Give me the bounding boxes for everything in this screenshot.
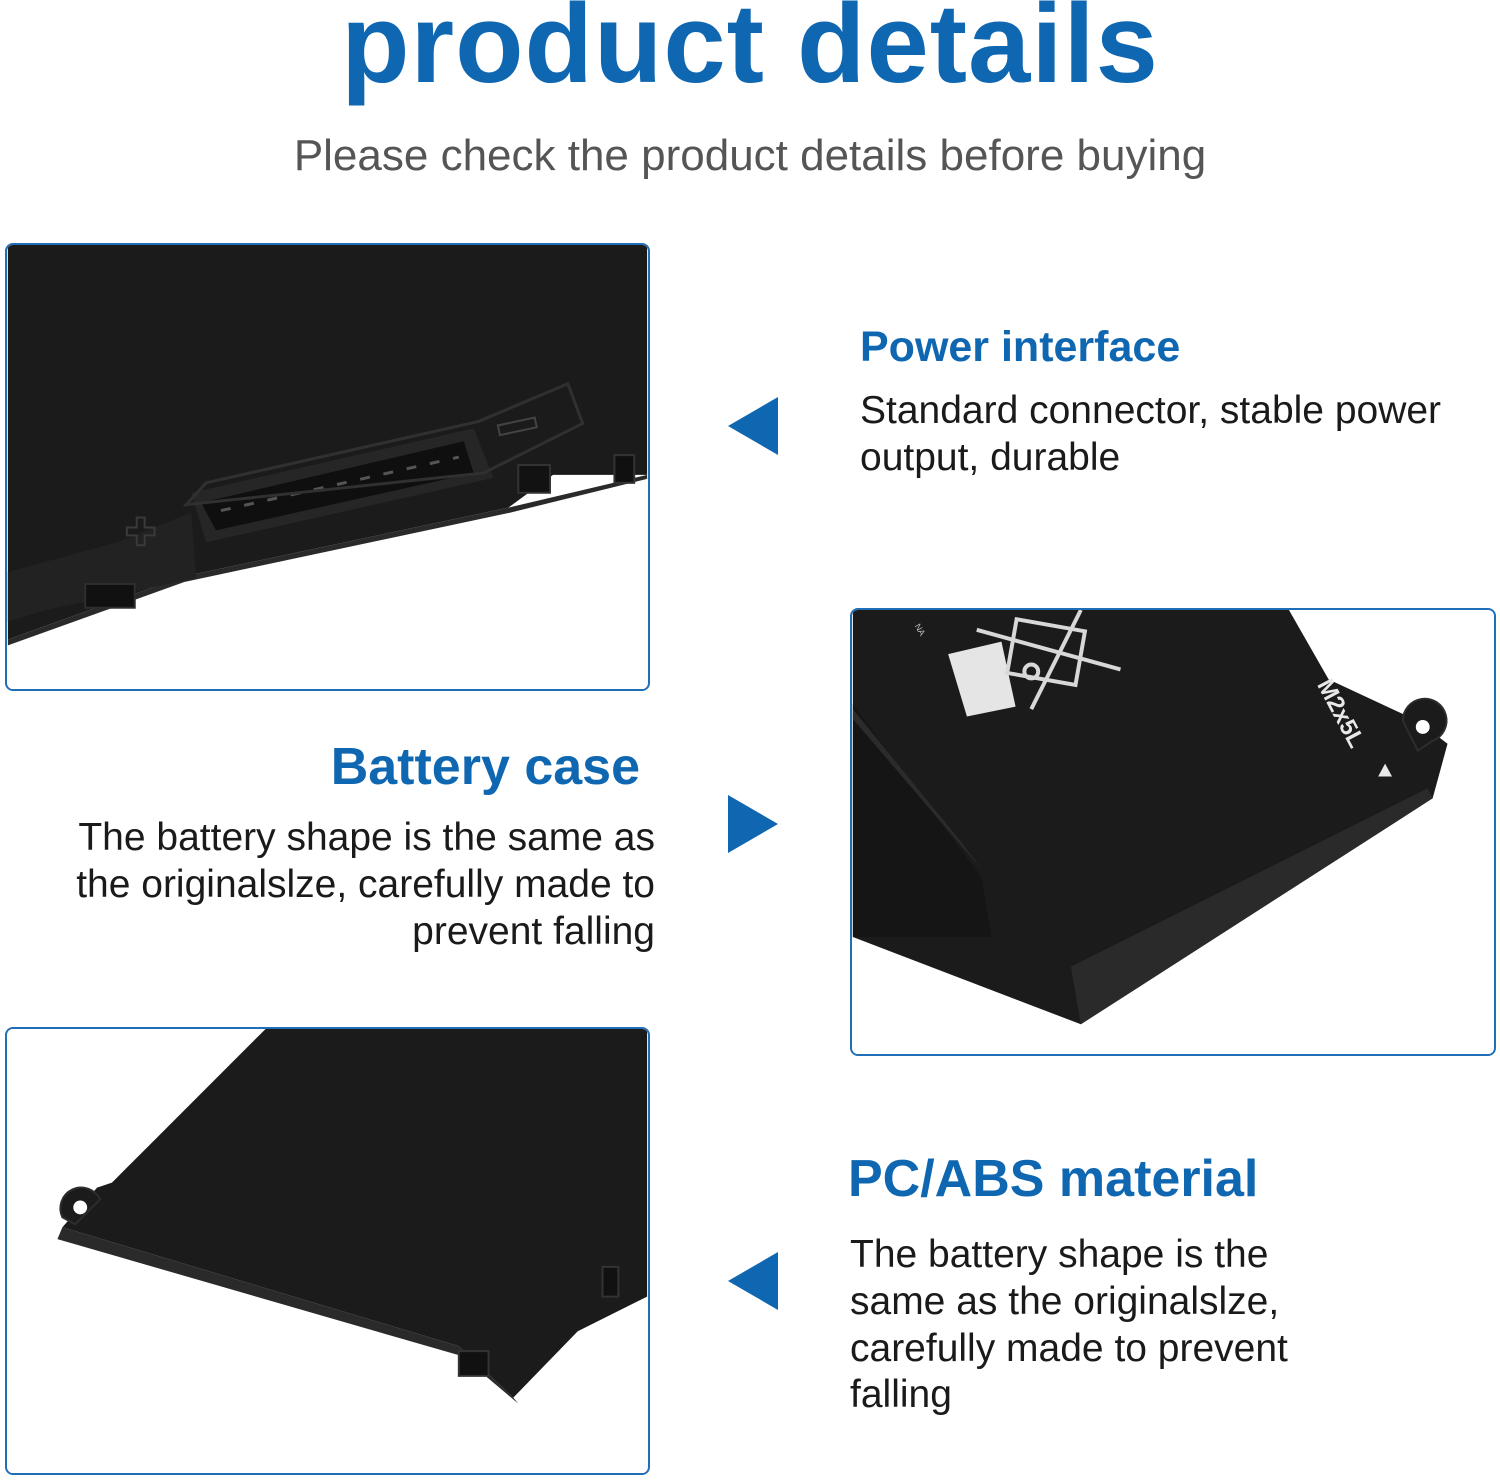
feature-heading-pc-abs-material: PC/ABS material	[848, 1150, 1259, 1208]
page-subtitle: Please check the product details before …	[293, 131, 1207, 180]
battery-case-image: NA M2x5L	[850, 608, 1496, 1056]
feature-heading-power-interface: Power interface	[860, 323, 1181, 371]
arrow-left-icon	[728, 1252, 778, 1310]
arrow-left-icon	[728, 397, 778, 455]
feature-description-battery-case: The battery shape is the same as the ori…	[76, 816, 655, 953]
page-title: product details	[341, 0, 1159, 106]
feature-description-power-interface: Standard connector, stable power output,…	[860, 389, 1442, 479]
power-interface-image	[5, 243, 650, 691]
pc-abs-material-image	[5, 1027, 650, 1475]
feature-heading-battery-case: Battery case	[330, 738, 640, 796]
feature-description-pc-abs-material: The battery shape is the same as the ori…	[850, 1233, 1288, 1417]
arrow-right-icon	[728, 795, 778, 853]
